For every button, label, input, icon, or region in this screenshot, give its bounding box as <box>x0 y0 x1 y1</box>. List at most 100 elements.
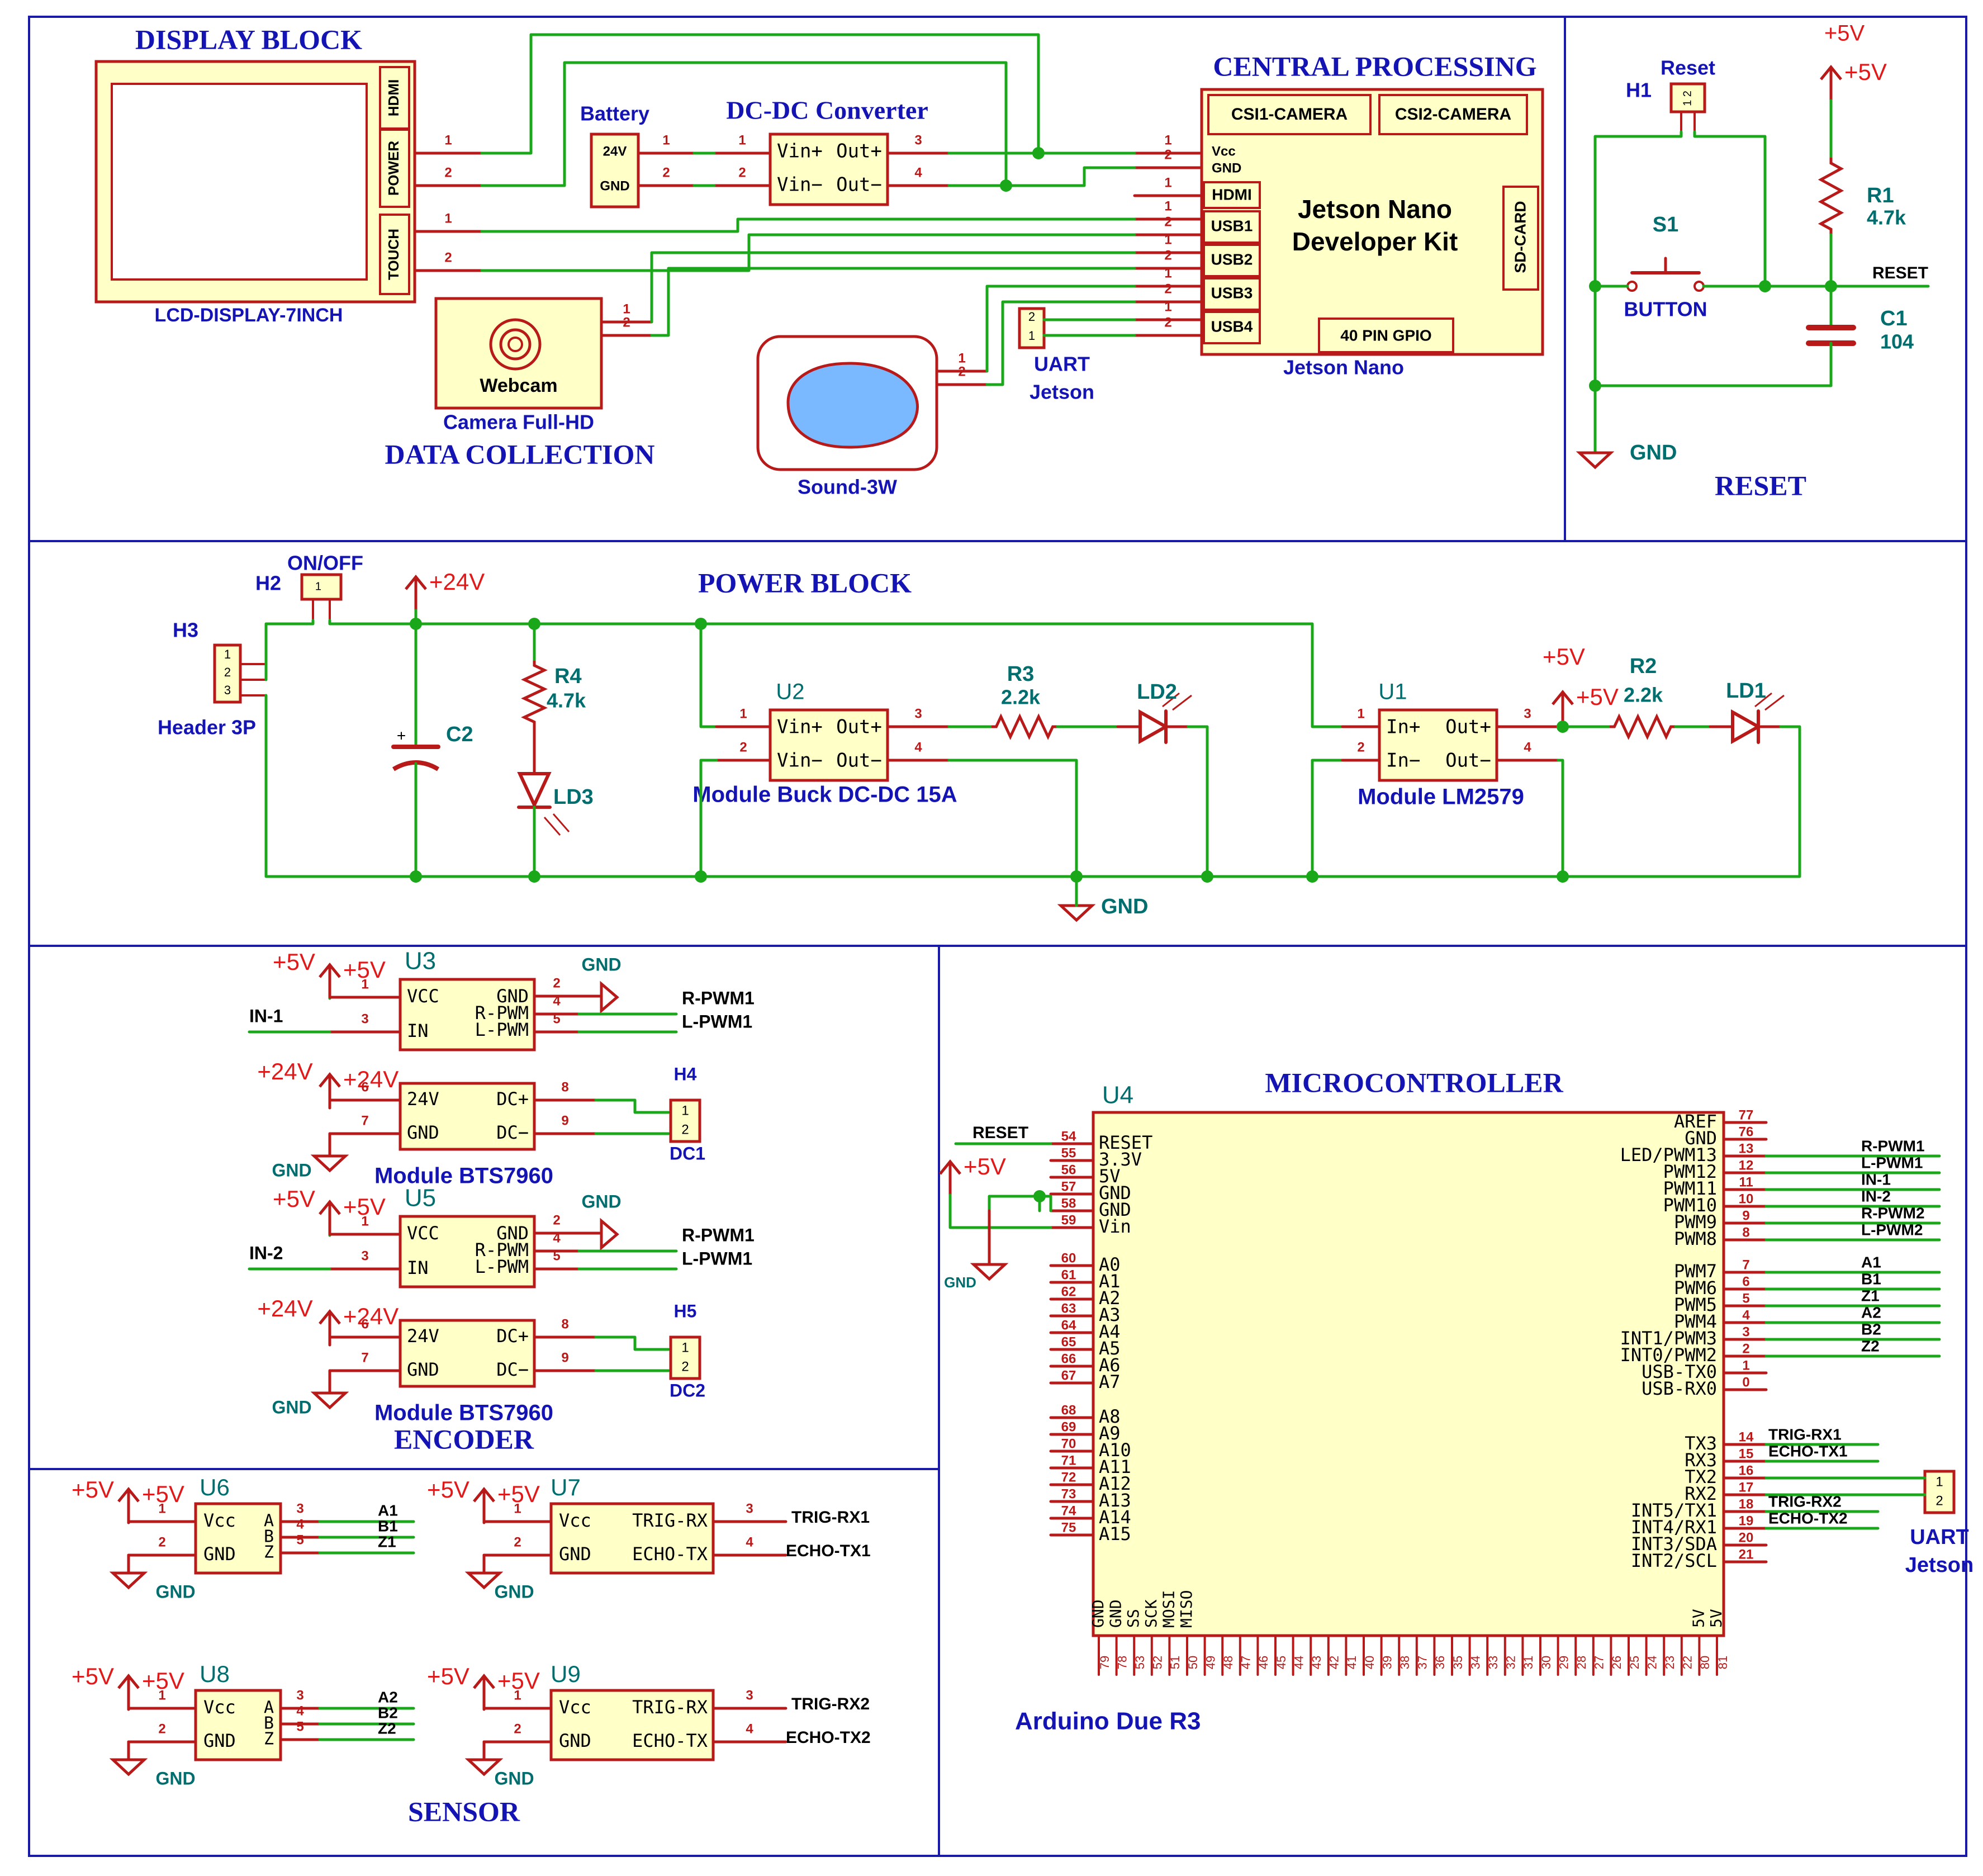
wire <box>947 166 1136 187</box>
pin-number: 3 <box>1742 1324 1749 1339</box>
section-title: POWER BLOCK <box>698 567 912 598</box>
ground-icon <box>1057 904 1096 922</box>
pin-number: 40 <box>1363 1656 1377 1669</box>
motor-driver-logic <box>399 978 536 1051</box>
usb-port-4 <box>1203 311 1261 344</box>
pin-name: AREF <box>1674 1111 1717 1132</box>
pin-name: Vcc <box>559 1510 591 1531</box>
supply-label: +24V <box>429 569 485 595</box>
component-name: UART <box>1034 353 1090 376</box>
pin-name: Vin+ <box>777 140 823 163</box>
motor-header <box>669 1098 701 1143</box>
pin-number: 6 <box>361 1079 368 1095</box>
pin-number: 34 <box>1468 1656 1482 1669</box>
pin-number: 61 <box>1061 1267 1076 1282</box>
pin-name: PWM11 <box>1663 1178 1717 1199</box>
pin-number: 6 <box>1742 1274 1749 1289</box>
supply-label: +24V <box>343 1303 399 1329</box>
pin-number: 47 <box>1239 1656 1253 1669</box>
wire <box>985 285 1136 373</box>
pin-number: 66 <box>1061 1351 1076 1366</box>
pin-number: 9 <box>561 1113 568 1128</box>
pin-number: 67 <box>1061 1368 1076 1383</box>
pin-name: GND <box>496 1223 529 1244</box>
ref-designator: R4 <box>554 665 582 688</box>
pin-name: A15 <box>1099 1523 1131 1545</box>
pin-name: GND <box>496 986 529 1007</box>
pin-number: 18 <box>1739 1496 1754 1512</box>
supply-label: +5V <box>72 1476 114 1503</box>
pin-number: 51 <box>1168 1656 1182 1669</box>
pin-number: 54 <box>1061 1129 1076 1144</box>
pin-name: PWM9 <box>1674 1211 1717 1233</box>
ref-designator: U4 <box>1102 1082 1133 1109</box>
pin-name: A11 <box>1099 1456 1131 1477</box>
ground-label: GND <box>1101 895 1148 918</box>
pin-number: 3 <box>1524 706 1531 721</box>
wire <box>1593 130 1683 288</box>
pin-name: A13 <box>1099 1490 1131 1511</box>
pin-name: MISO <box>1177 1590 1196 1628</box>
pin-number: 37 <box>1416 1656 1430 1669</box>
power-switch-header <box>300 573 343 601</box>
wire <box>1593 342 1833 387</box>
csi1-camera-port <box>1207 94 1372 135</box>
pin-number: 2 <box>514 1534 521 1550</box>
pin-name: SCK <box>1142 1599 1160 1628</box>
pin-name: Vin+ <box>777 716 823 738</box>
pin-name: Out+ <box>836 140 882 163</box>
component-name: Module Buck DC-DC 15A <box>692 783 957 807</box>
pin-name: L-PWM <box>475 1019 529 1040</box>
port-label: POWER <box>385 141 402 196</box>
pin-name: LED/PWM13 <box>1620 1144 1717 1166</box>
pin-number: 73 <box>1061 1486 1076 1501</box>
ground-label: GND <box>272 1160 311 1180</box>
supply-arrow-icon <box>473 1674 495 1689</box>
pin-name: A5 <box>1099 1338 1121 1359</box>
net-label: IN-1 <box>249 1006 283 1026</box>
pin-number: 10 <box>1739 1191 1754 1206</box>
ref-designator: LD2 <box>1137 680 1177 704</box>
wire <box>947 759 1078 878</box>
pin-name: GND <box>559 1543 591 1565</box>
pin-number: 5 <box>553 1248 560 1263</box>
ground-label: GND <box>494 1768 534 1788</box>
supply-label: +24V <box>257 1295 312 1321</box>
pin-number: 2 <box>514 1721 521 1736</box>
supply-arrow-icon <box>1820 65 1842 80</box>
pin-name: GND <box>1089 1599 1107 1628</box>
pin-number: 78 <box>1115 1656 1129 1669</box>
component-name: Camera Full-HD <box>443 411 594 434</box>
pin-name: DC− <box>496 1122 529 1143</box>
pin-name: A14 <box>1099 1507 1131 1528</box>
pin-number: 3 <box>914 706 922 721</box>
pin-number: 8 <box>1742 1225 1749 1240</box>
pin-number: 2 <box>1742 1341 1749 1356</box>
pin-name: 24V <box>603 144 627 159</box>
pin-number: 31 <box>1521 1656 1535 1669</box>
usb-port-1 <box>1203 210 1261 244</box>
pin-number: 35 <box>1451 1656 1465 1669</box>
pin-number: 59 <box>1061 1212 1076 1228</box>
pin-number: 4 <box>914 165 922 180</box>
supply-label: +5V <box>72 1663 114 1689</box>
pin-number: 9 <box>561 1350 568 1365</box>
net-label: TRIG-RX2 <box>791 1695 870 1713</box>
pin-name: GND <box>1107 1599 1125 1628</box>
junction-dot <box>1557 870 1569 883</box>
component-name: DC1 <box>670 1143 705 1163</box>
section-title: MICROCONTROLLER <box>1265 1067 1563 1098</box>
ground-label: GND <box>581 954 621 974</box>
pin-name: Out− <box>836 750 882 772</box>
supply-label: +5V <box>142 1667 184 1694</box>
motor-driver-logic <box>399 1215 536 1288</box>
pin-name: In+ <box>1386 716 1420 738</box>
ref-designator: H1 <box>1626 79 1652 102</box>
header-pin-number: 1 <box>1028 329 1035 343</box>
buck-module <box>768 708 889 782</box>
supply-label: +5V <box>142 1481 184 1507</box>
pin-name: Out+ <box>1445 716 1491 738</box>
pin-number: 2 <box>444 250 452 265</box>
pin-number: 2 <box>1164 315 1171 330</box>
wire <box>1311 759 1344 878</box>
